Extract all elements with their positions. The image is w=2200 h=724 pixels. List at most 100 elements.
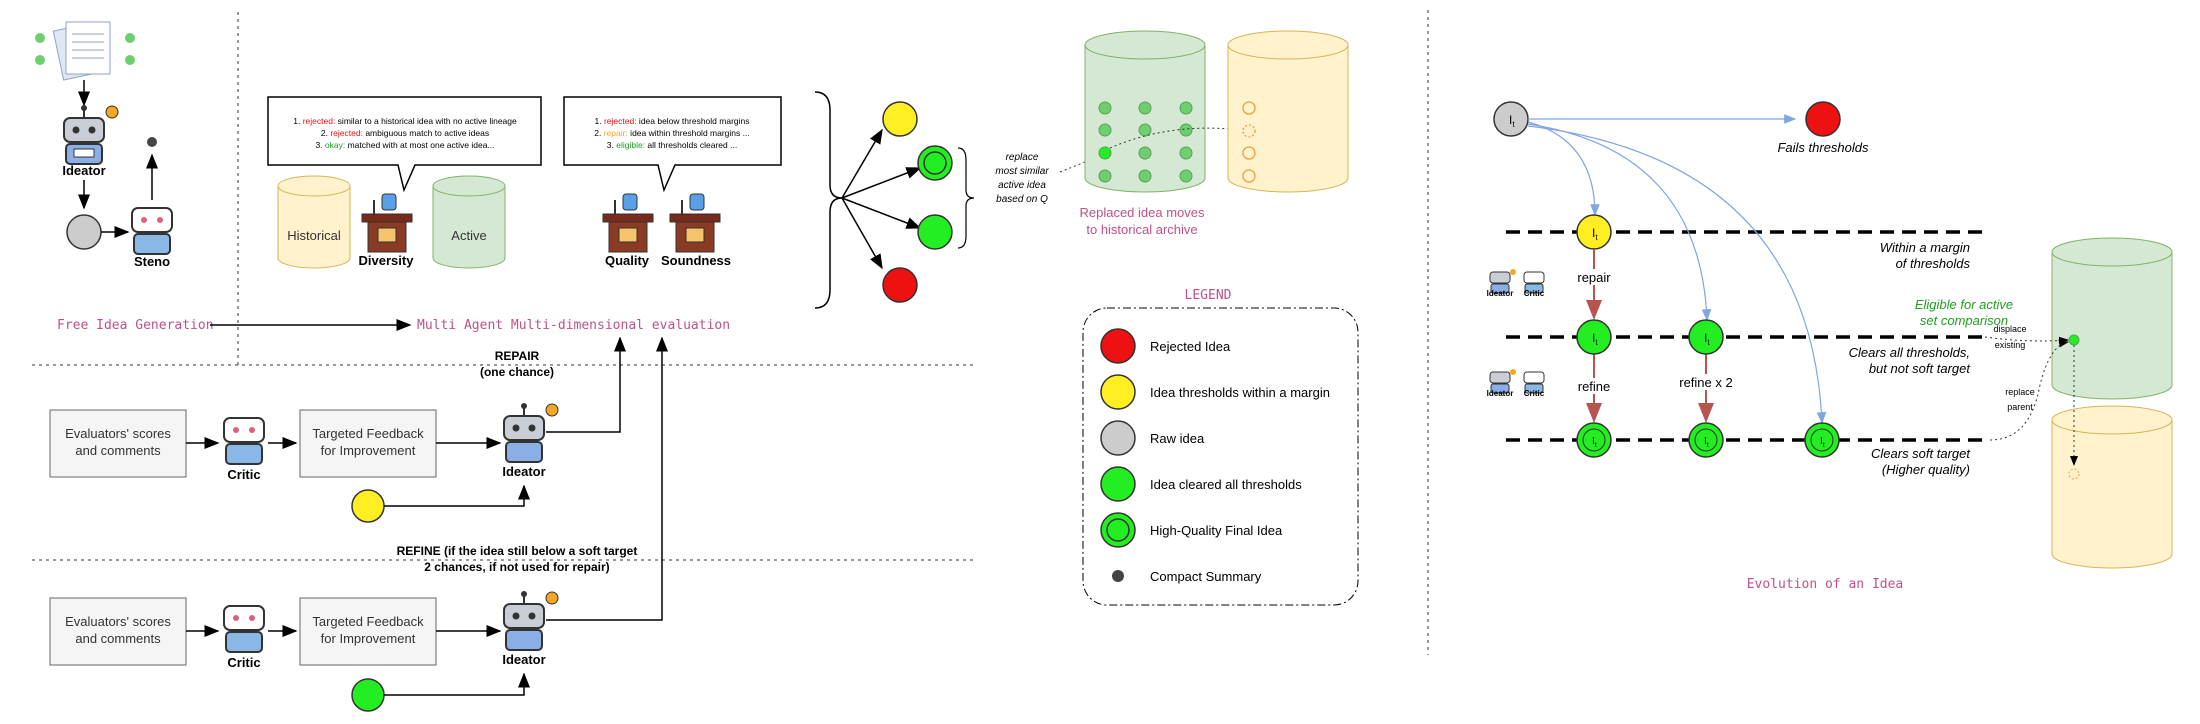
replace-note: replace most similar active idea based o… <box>995 152 1049 205</box>
refine-title: REFINE (if the idea still below a soft t… <box>397 544 638 558</box>
quality-line-3: 3. eligible: all thresholds cleared ... <box>607 140 737 150</box>
outcome-brace <box>814 91 843 309</box>
legend-item-high-quality: High-Quality Final Idea <box>1100 512 1283 548</box>
refine-step-label: refine <box>1578 379 1611 394</box>
idea-dots <box>35 33 135 65</box>
evo-margin-node-label: It <box>1592 226 1598 242</box>
eligible-label-1: Eligible for active <box>1915 297 2013 312</box>
outcome-cleared-node <box>917 214 953 250</box>
clears-label-2: but not soft target <box>1869 361 1972 376</box>
displace-note-2: existing <box>1995 340 2026 350</box>
active-cylinder <box>432 175 506 269</box>
quality-podium-icon <box>602 193 654 253</box>
refine-critic-label: Critic <box>227 655 260 670</box>
legend-items: Rejected Idea Idea thresholds within a m… <box>1100 328 1330 584</box>
diversity-line-3: 3. okay: matched with at most one active… <box>315 140 494 150</box>
clears-label-1: Clears all thresholds, <box>1849 345 1970 360</box>
small-critic-icon-1 <box>1523 271 1545 294</box>
repair-eval-box-line1: Evaluators' scores <box>65 426 171 441</box>
repair-feedback-line2: for Improvement <box>321 443 416 458</box>
steno-label: Steno <box>134 254 170 269</box>
repair-subtitle: (one chance) <box>480 365 554 379</box>
displace-note-1: displace <box>1993 324 2026 334</box>
soft-label-2: (Higher quality) <box>1882 462 1970 477</box>
svg-text:most similar: most similar <box>995 166 1049 177</box>
refine-critic-robot-icon <box>223 605 265 653</box>
small-critic-label-1: Critic <box>1524 289 1545 298</box>
archive-caption-1: Replaced idea moves <box>1079 205 1205 220</box>
small-ideator-icon-2 <box>1489 369 1516 394</box>
historical-label: Historical <box>287 228 341 243</box>
evo-cleared-node-1 <box>1576 319 1612 355</box>
active-label: Active <box>451 228 486 243</box>
repair-ideator-label: Ideator <box>502 464 545 479</box>
evo-cleared-node-2-label: It <box>1704 331 1710 347</box>
refine-ideator-label: Ideator <box>502 652 545 667</box>
quality-label: Quality <box>605 253 650 268</box>
replace-parent-note-2: parent <box>2007 402 2033 412</box>
evo-hq-node-1-label: It <box>1592 436 1597 449</box>
eligible-label-2: set comparison <box>1920 313 2008 328</box>
ideator-label: Ideator <box>62 163 105 178</box>
soundness-podium-icon <box>669 193 721 253</box>
replace-parent-note-1: replace <box>2005 387 2035 397</box>
multi-agent-label: Multi Agent Multi-dimensional evaluation <box>417 318 730 333</box>
documents-icon <box>52 21 111 81</box>
legend-item-rejected: Rejected Idea <box>1100 328 1231 364</box>
small-ideator-icon-1 <box>1489 269 1516 294</box>
refine-eval-box-line2: and comments <box>75 631 161 646</box>
diversity-podium-icon <box>361 193 413 253</box>
legend-item-raw: Raw idea <box>1100 420 1205 456</box>
svg-text:Rejected Idea: Rejected Idea <box>1150 339 1231 354</box>
evolution-caption: Evolution of an Idea <box>1747 577 1904 592</box>
evo-active-cylinder <box>2051 237 2173 400</box>
archived-idea-dot <box>2068 468 2080 480</box>
evo-cleared-node-2 <box>1688 319 1724 355</box>
refine-twice-step-label: refine x 2 <box>1679 375 1732 390</box>
outcome-margin-node <box>882 101 918 137</box>
margin-label-2: of thresholds <box>1896 256 1971 271</box>
small-critic-label-2: Critic <box>1524 389 1545 398</box>
svg-text:Idea cleared all thresholds: Idea cleared all thresholds <box>1150 477 1302 492</box>
small-critic-icon-2 <box>1523 371 1545 394</box>
repair-critic-label: Critic <box>227 467 260 482</box>
raw-idea-node <box>66 214 102 250</box>
repair-ideator-robot-icon <box>503 403 559 463</box>
repair-eval-box-line2: and comments <box>75 443 161 458</box>
repair-critic-robot-icon <box>223 417 265 465</box>
repair-step-label: repair <box>1577 270 1611 285</box>
svg-text:Compact Summary: Compact Summary <box>1150 569 1262 584</box>
evo-raw-node-label: It <box>1509 113 1515 129</box>
evo-hq-node-2-label: It <box>1704 436 1709 449</box>
steno-robot-icon <box>131 207 173 255</box>
active-set-cylinder <box>1084 30 1206 193</box>
repair-title: REPAIR <box>495 349 540 363</box>
eligible-brace <box>957 147 975 249</box>
outcome-rejected-node <box>882 267 918 303</box>
repair-input-node <box>351 489 385 523</box>
compact-summary-node <box>147 137 157 147</box>
soundness-label: Soundness <box>661 253 731 268</box>
evo-historical-cylinder <box>2051 405 2173 569</box>
evo-high-quality-nodes <box>1576 422 1840 458</box>
diversity-line-2: 2. rejected: ambiguous match to active i… <box>321 128 489 138</box>
legend-box <box>1082 307 1359 606</box>
svg-text:active idea: active idea <box>998 180 1046 191</box>
diversity-label: Diversity <box>359 253 415 268</box>
refine-eval-box-line1: Evaluators' scores <box>65 614 171 629</box>
legend-item-summary: Compact Summary <box>1112 569 1262 584</box>
refine-subtitle: 2 chances, if not used for repair) <box>424 560 609 574</box>
archive-ideas <box>1242 101 1256 183</box>
refine-input-node <box>351 678 385 712</box>
svg-text:Idea thresholds within a margi: Idea thresholds within a margin <box>1150 385 1330 400</box>
refine-feedback-line1: Targeted Feedback <box>312 614 424 629</box>
free-generation-label: Free Idea Generation <box>57 318 214 333</box>
svg-text:High-Quality Final Idea: High-Quality Final Idea <box>1150 523 1283 538</box>
diversity-speech-bubble <box>267 96 542 193</box>
archive-caption-2: to historical archive <box>1086 222 1197 237</box>
diversity-line-1: 1. rejected: similar to a historical ide… <box>293 116 517 126</box>
historical-archive-cylinder <box>1227 30 1349 193</box>
svg-text:based on Q: based on Q <box>996 194 1048 205</box>
quality-speech-bubble <box>563 96 782 193</box>
